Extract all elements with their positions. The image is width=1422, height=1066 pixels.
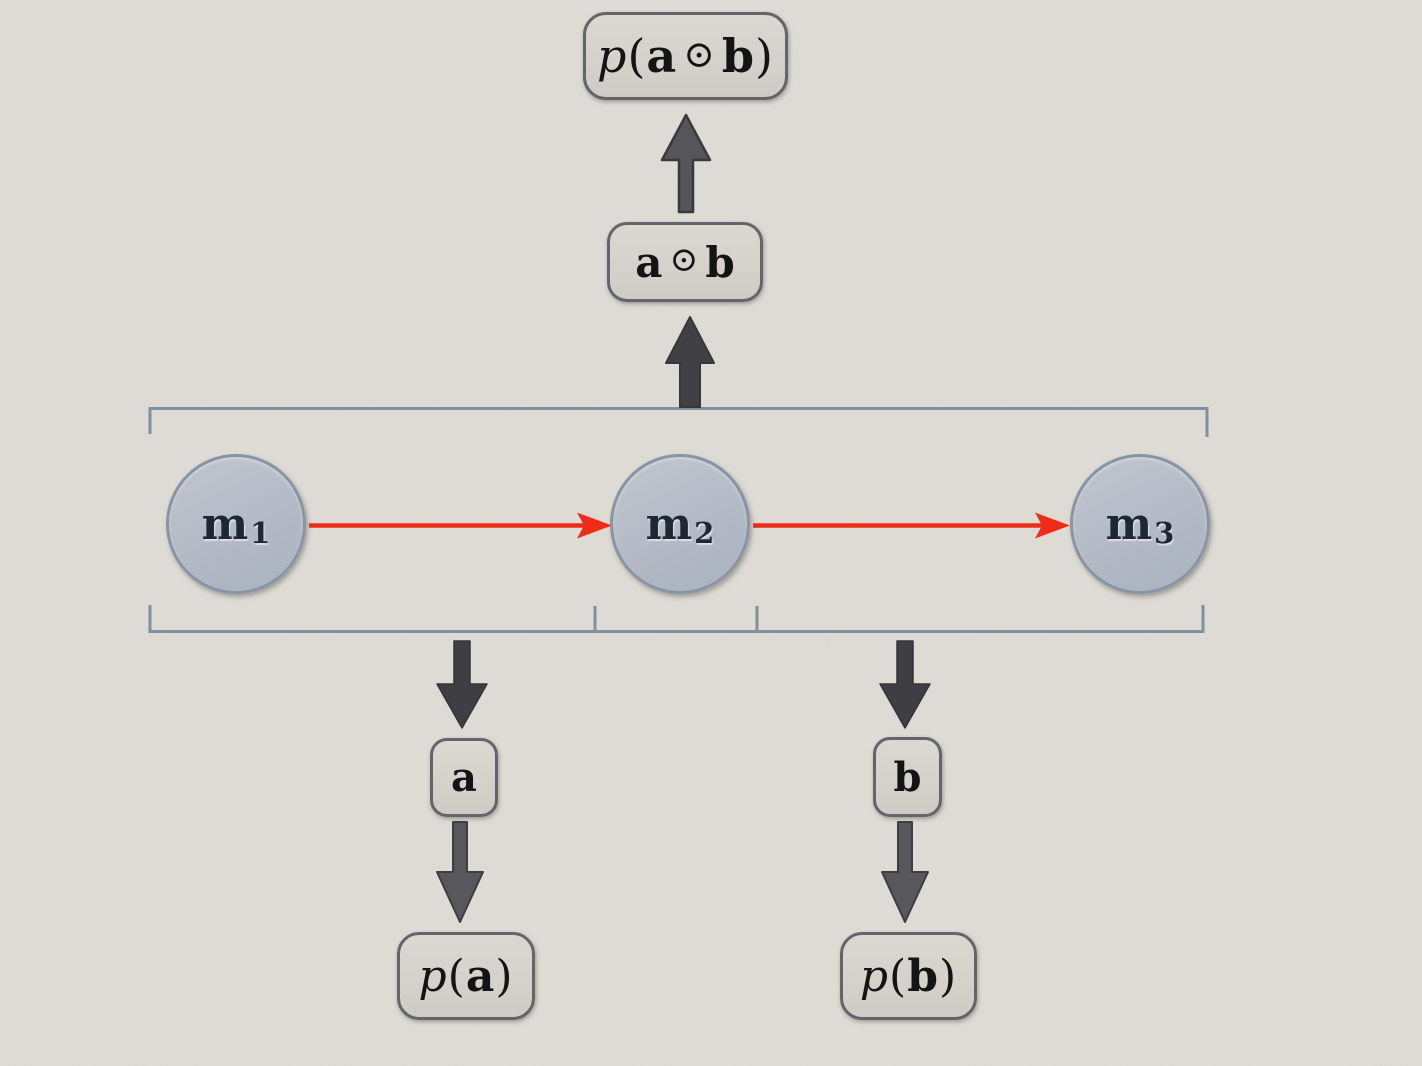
up-arrow-chain-to-joint [665,316,715,408]
math-a: a [635,237,663,287]
paren-close: ) [755,29,773,83]
red-arrow-m1-to-m2 [309,512,612,539]
math-a: a [646,29,677,83]
math-b: b [907,950,938,1002]
down-arrow-to-message-a [436,640,488,729]
math-b: b [705,237,735,287]
red-arrowhead [1035,512,1070,539]
node-symbol: m [201,498,249,550]
paren-close: ) [495,950,513,1002]
paren-open: ( [447,950,465,1002]
node-subscript: 1 [250,515,271,550]
lower-brackets [148,605,1205,633]
red-arrow-m2-to-m3 [753,512,1070,539]
joint-message-box: a⊙b [607,222,763,302]
math-a: a [451,754,477,801]
down-arrow-a-to-pa [436,821,484,923]
paren-open: ( [627,29,646,83]
node-subscript: 3 [1154,515,1175,550]
node-subscript: 2 [694,515,715,550]
math-b: b [893,753,922,801]
upper-bracket [148,407,1209,437]
paren-close: ) [938,950,957,1002]
message-a-box: a [430,738,498,817]
red-arrowhead [577,512,612,539]
math-p: p [418,950,447,1002]
odot-operator: ⊙ [683,32,715,76]
down-arrow-b-to-pb [881,821,929,923]
math-p: p [597,29,627,83]
joint-probability-box: p(a⊙b) [583,12,788,100]
node-symbol: m [645,498,693,550]
down-arrow-to-message-b [879,640,931,729]
probability-a-box: p(a) [397,932,535,1020]
odot-operator: ⊙ [669,240,699,280]
math-p: p [859,950,889,1002]
math-b: b [721,29,755,83]
math-a: a [465,950,495,1002]
up-arrow-joint-to-probability [660,113,712,214]
message-b-box: b [873,737,942,817]
node-symbol: m [1105,498,1153,550]
probability-b-box: p(b) [840,932,977,1020]
paren-open: ( [889,950,907,1002]
